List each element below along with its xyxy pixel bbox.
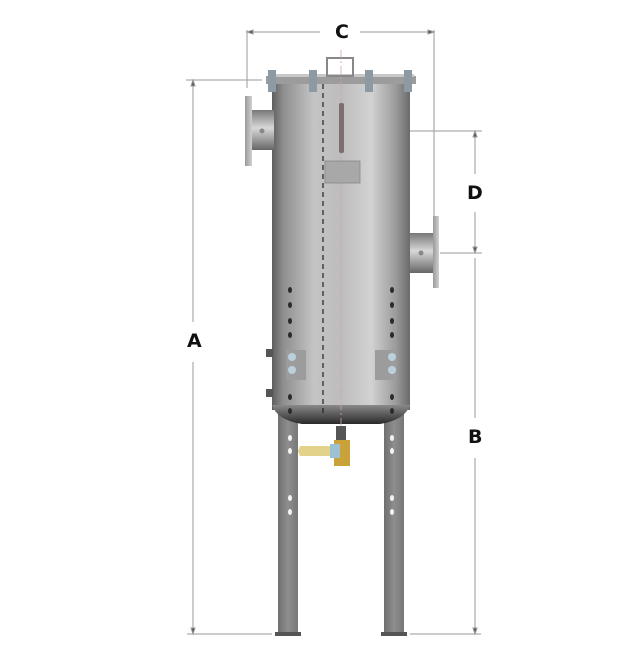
dimension-label-b: B	[465, 426, 486, 448]
dimension-label-d: D	[464, 182, 486, 204]
leg-hardware	[288, 287, 394, 414]
lid-clamps	[268, 70, 412, 92]
inlet-flange	[245, 96, 274, 166]
dimension-label-c: C	[332, 21, 352, 43]
drain-valve	[298, 426, 350, 466]
dimension-b	[410, 258, 481, 636]
leg-lower-holes	[288, 435, 394, 515]
dimension-label-a: A	[184, 330, 205, 352]
dimension-a	[186, 78, 272, 636]
mounting-brackets	[266, 349, 396, 397]
outlet-flange	[410, 216, 439, 288]
